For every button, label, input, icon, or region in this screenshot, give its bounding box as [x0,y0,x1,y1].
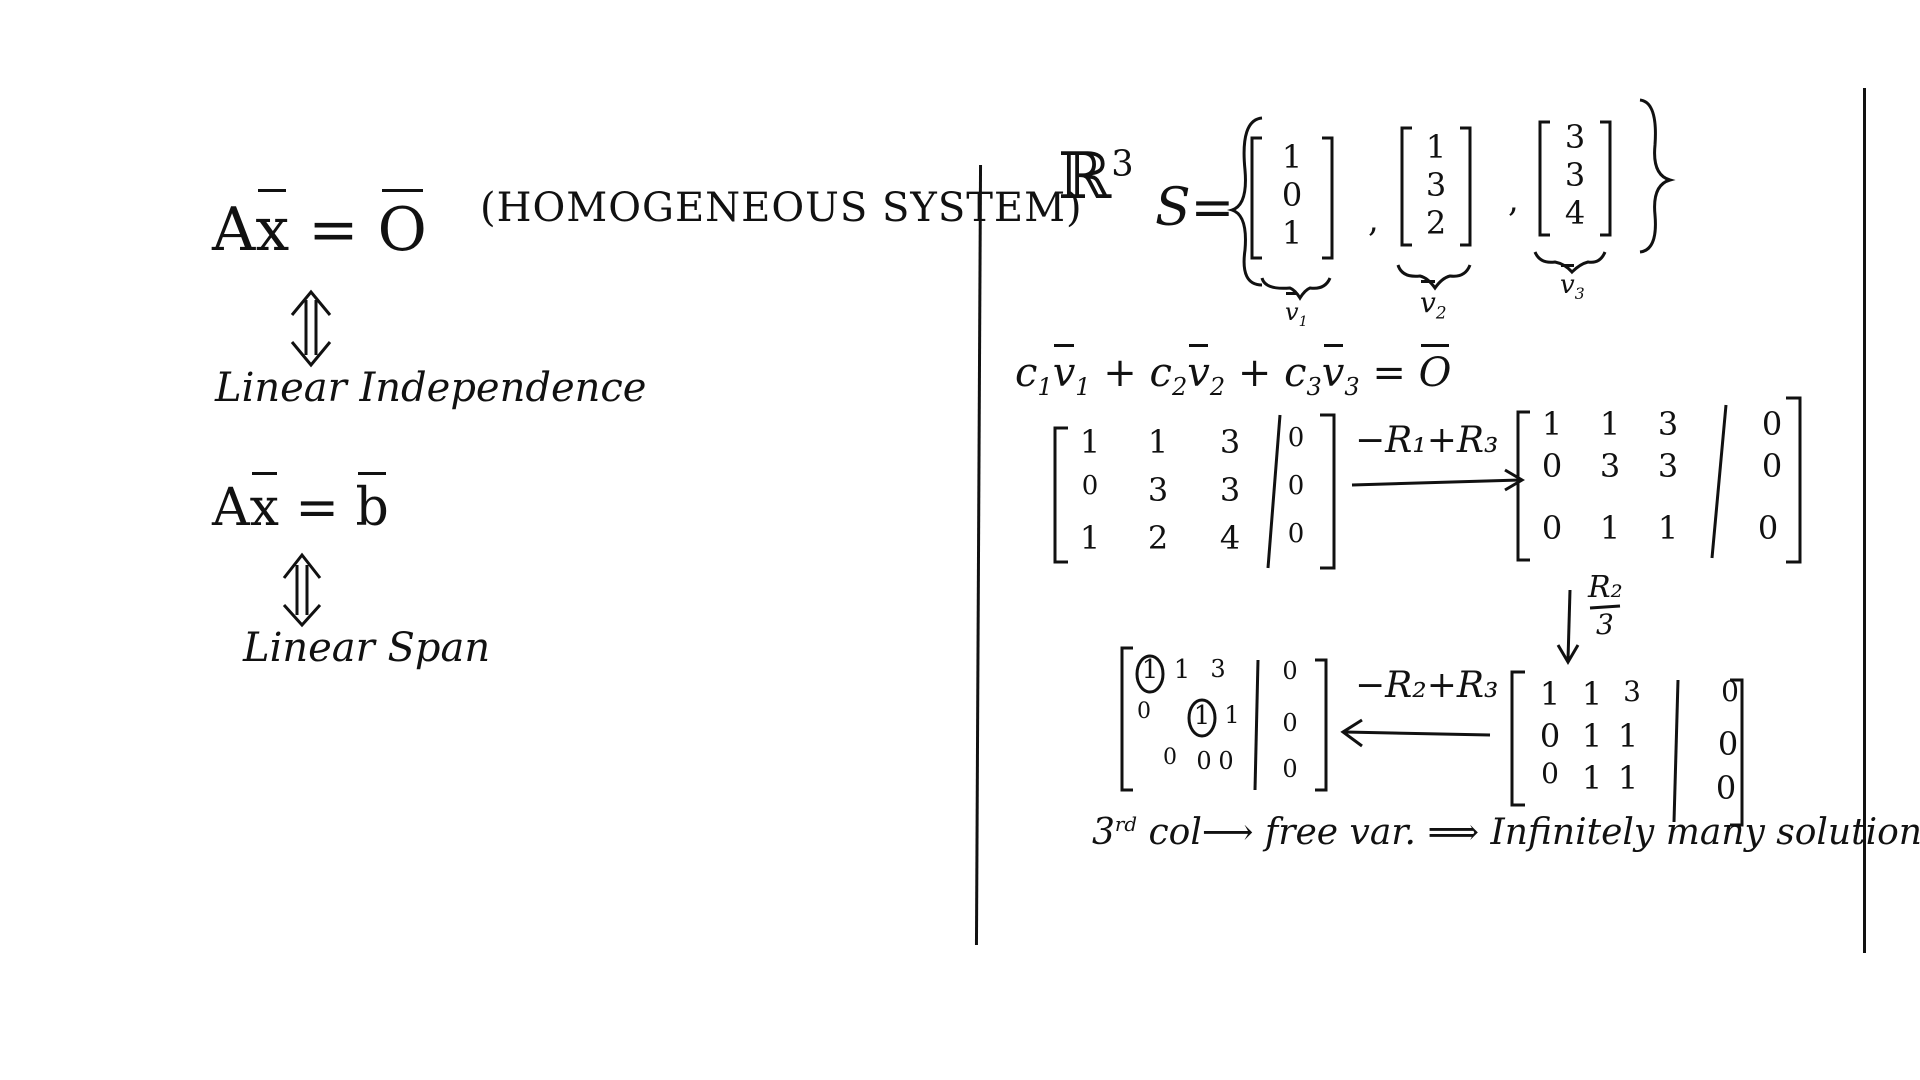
row-op-2-numerator: R₂ [1588,570,1623,605]
right-divider-line [1863,88,1866,953]
v1-label: v1 [1285,292,1308,330]
zero-vector: O [377,189,427,265]
comma-1: , [1368,200,1379,240]
r3-space: ℝ3 [1058,140,1134,214]
linear-independence-label: Linear Independence [215,365,647,411]
row-op-1: −R₁+R₃ [1355,420,1499,461]
row-op-2-denominator: 3 [1596,608,1614,641]
v3-label: v3 [1560,264,1585,304]
implies-arrow-icon: ⟹ [1427,812,1480,853]
b-vector: b [355,472,389,538]
v2-label: v2 [1420,280,1447,323]
conclusion-line: 3rd col⟶ free var. ⟹ Infinitely many sol… [1092,812,1920,853]
right-arrow-icon: ⟶ [1201,812,1254,853]
linear-combination-equation: c1v1 + c2v2 + c3v3 = O [1015,344,1452,401]
set-label: S= [1155,178,1235,238]
homogeneous-system-note: (HOMOGENEOUS SYSTEM) [480,185,1083,231]
row-op-3: −R₂+R₃ [1355,665,1499,706]
nonhomogeneous-equation: Ax = b [212,472,389,538]
x-bar: x [255,189,290,265]
comma-2: , [1508,180,1519,220]
linear-span-label: Linear Span [243,625,491,671]
homogeneous-equation: Ax = O [212,189,427,265]
